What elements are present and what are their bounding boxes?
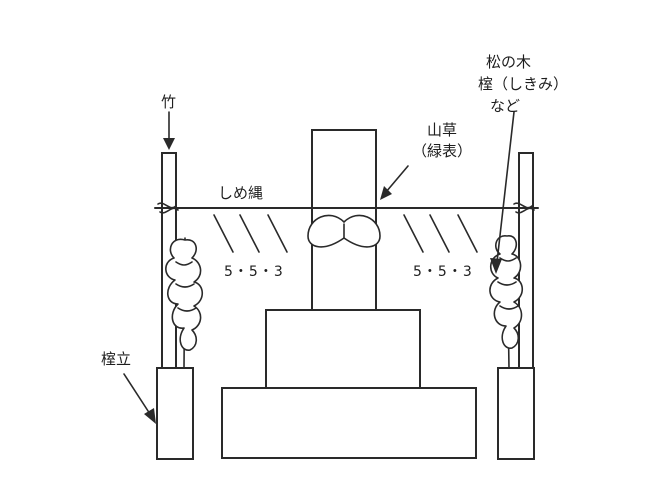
label-shikimi-stand: 榁立 — [101, 350, 131, 368]
label-count-right: 5・5・3 — [413, 264, 473, 280]
straw-strand — [213, 214, 234, 253]
right-straw-strands — [403, 214, 478, 253]
straw-strand — [457, 214, 478, 253]
straw-strand — [239, 214, 260, 253]
left-straw-strands — [213, 214, 288, 253]
label-pine-3: など — [490, 97, 520, 115]
right-branch-foliage — [489, 235, 524, 369]
label-count-left: 5・5・3 — [224, 264, 284, 280]
bamboo-leader — [163, 111, 175, 150]
straw-strand — [429, 214, 450, 253]
shikimi-stand-leader-line — [123, 373, 151, 415]
straw-strand — [267, 214, 288, 253]
yamakusa-leader — [380, 165, 409, 200]
label-pine-1: 松の木 — [486, 53, 531, 71]
straw-strand — [403, 214, 424, 253]
label-bamboo: 竹 — [161, 93, 176, 111]
gravestone — [221, 129, 477, 459]
right-leaf-cluster — [489, 235, 524, 349]
gravestone-base-middle — [265, 309, 421, 389]
right-leaf-vein — [497, 257, 519, 310]
right-rope-knot — [513, 202, 535, 214]
gravestone-base-bottom — [221, 387, 477, 459]
left-rope-knot — [157, 202, 179, 214]
left-shikimi-stand — [156, 367, 194, 460]
right-shikimi-stand — [497, 367, 535, 460]
right-bamboo-pole — [518, 152, 534, 369]
pine-leader-line — [496, 111, 515, 263]
pine-arrow-head — [490, 258, 502, 274]
left-branch-foliage — [165, 237, 204, 369]
shikimi-stand-arrow-head — [144, 408, 156, 424]
left-leaf-vein — [175, 261, 197, 312]
bamboo-arrow-head — [163, 138, 175, 150]
label-yamakusa-2: （緑表） — [412, 142, 472, 160]
yamakusa-arrow-head — [380, 186, 392, 200]
shikimi-stand-leader — [123, 373, 156, 424]
label-shimenawa: しめ縄 — [218, 184, 263, 202]
left-leaf-cluster — [165, 238, 204, 351]
yamakusa-leader-line — [385, 165, 409, 193]
label-pine-2: 榁（しきみ） — [478, 75, 568, 93]
pine-leader — [490, 111, 515, 274]
label-yamakusa-1: 山草 — [427, 121, 457, 139]
